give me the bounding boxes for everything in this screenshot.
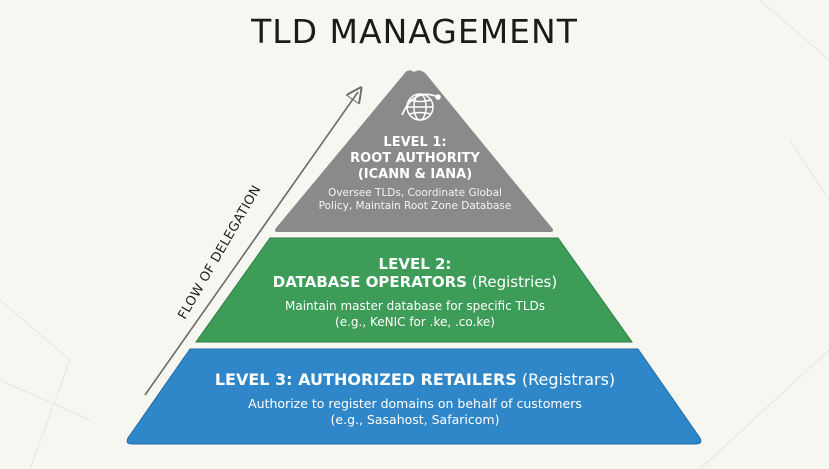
level-2-heading-rest: (Registries)	[467, 273, 558, 291]
level-1-heading: LEVEL 1: ROOT AUTHORITY (ICANN & IANA)	[300, 135, 530, 183]
level-3-heading: LEVEL 3: AUTHORIZED RETAILERS (Registrar…	[150, 370, 680, 390]
level-1-heading-line: ROOT AUTHORITY	[350, 151, 480, 166]
level-2-text: LEVEL 2: DATABASE OPERATORS (Registries)…	[220, 255, 610, 330]
level-2-heading-bold: LEVEL 2:	[378, 255, 452, 273]
level-1-heading-line: LEVEL 1:	[383, 135, 447, 150]
page-title: TLD MANAGEMENT	[251, 12, 578, 51]
flow-arrow	[144, 92, 358, 396]
level-2-heading: LEVEL 2: DATABASE OPERATORS (Registries)	[220, 255, 610, 291]
level-2-heading-bold2: DATABASE OPERATORS	[272, 273, 467, 291]
level-1-triangle	[274, 70, 554, 233]
level-3-heading-rest: (Registrars)	[516, 370, 616, 389]
level-1-desc-line: Oversee TLDs, Coordinate Global	[328, 187, 502, 199]
level-3-heading-bold: LEVEL 3: AUTHORIZED RETAILERS	[214, 370, 517, 389]
level-1-heading-line: (ICANN & IANA)	[357, 167, 473, 182]
level-1-text: LEVEL 1: ROOT AUTHORITY (ICANN & IANA) O…	[300, 135, 530, 213]
level-3-band	[126, 348, 702, 445]
level-3-text: LEVEL 3: AUTHORIZED RETAILERS (Registrar…	[150, 370, 680, 428]
level-2-desc-line: Maintain master database for specific TL…	[284, 299, 545, 313]
globe-icon	[401, 93, 441, 121]
level-3-desc-line: Authorize to register domains on behalf …	[248, 396, 582, 411]
level-2-band	[195, 237, 633, 343]
level-2-description: Maintain master database for specific TL…	[220, 298, 610, 330]
level-3-desc-line: (e.g., Sasahost, Safaricom)	[330, 412, 500, 427]
level-3-description: Authorize to register domains on behalf …	[150, 396, 680, 428]
level-2-desc-line: (e.g., KeNIC for .ke, .co.ke)	[335, 315, 495, 329]
level-1-desc-line: Policy, Maintain Root Zone Database	[318, 200, 512, 212]
level-1-description: Oversee TLDs, Coordinate Global Policy, …	[300, 187, 530, 213]
